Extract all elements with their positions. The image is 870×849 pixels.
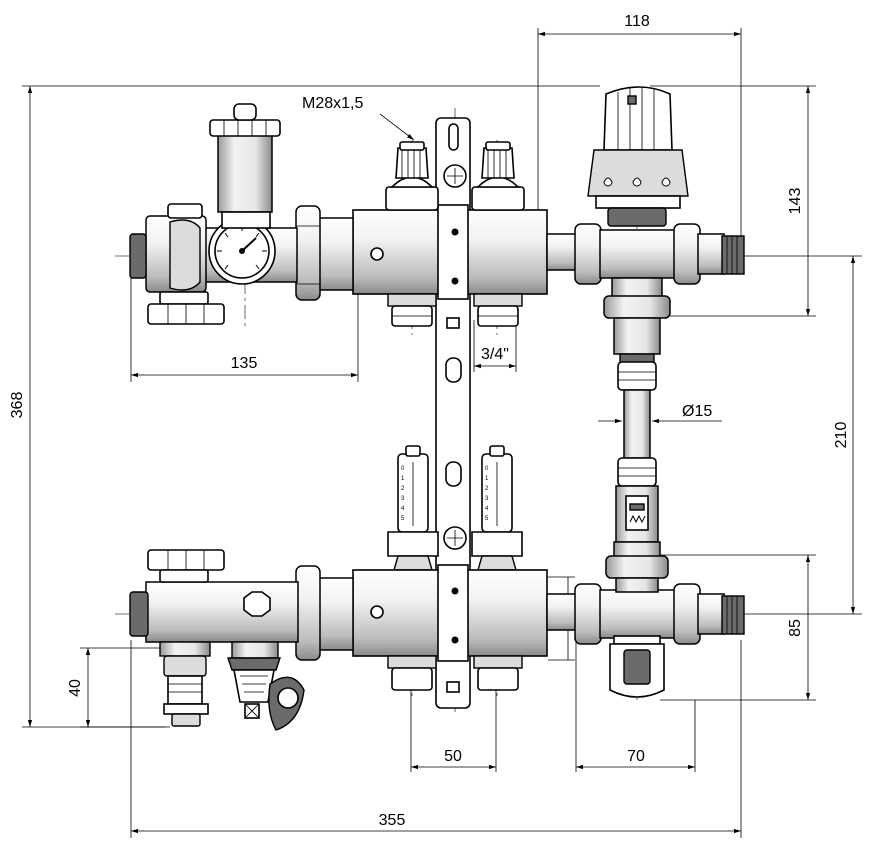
air-vent — [209, 103, 281, 229]
svg-text:3: 3 — [401, 496, 405, 502]
dim-top-right-width: 118 — [624, 13, 650, 30]
svg-text:1: 1 — [485, 476, 489, 482]
svg-text:2: 2 — [485, 486, 489, 492]
drain-valve — [159, 641, 211, 727]
upper-valve-left — [385, 141, 439, 211]
svg-text:4: 4 — [401, 506, 405, 512]
dim-lower-right-width: 70 — [627, 748, 645, 765]
dim-overall-width: 355 — [379, 812, 406, 829]
pressure-gauge-icon — [208, 217, 276, 285]
svg-text:5: 5 — [485, 516, 489, 522]
dim-overall-height: 368 — [9, 392, 26, 419]
svg-text:0: 0 — [485, 466, 489, 472]
svg-text:0: 0 — [401, 466, 405, 472]
dim-pipe-spacing: 210 — [833, 422, 850, 449]
dim-top-left-width: 135 — [231, 355, 258, 372]
dim-top-right-height: 143 — [787, 188, 804, 215]
upper-outlet-right — [473, 293, 523, 327]
flow-meter-left: 0 1 2 3 4 5 — [387, 445, 439, 571]
thermostat-head-icon — [587, 86, 689, 227]
svg-text:5: 5 — [401, 516, 405, 522]
upper-outlet-left — [387, 293, 437, 327]
dimension-lines — [22, 28, 862, 838]
thread-callout: M28x1,5 — [302, 95, 363, 112]
dim-lower-right-height: 85 — [787, 619, 804, 637]
dim-drain-height: 40 — [67, 679, 84, 697]
dim-thread-size: 3/4" — [481, 346, 509, 363]
svg-text:2: 2 — [401, 486, 405, 492]
dimension-labels: 368 118 143 210 85 135 3/4" Ø15 50 70 40… — [9, 13, 850, 829]
bypass-tube — [615, 361, 659, 543]
dim-outlet-spacing: 50 — [444, 748, 462, 765]
flow-meter-right: 0 1 2 3 4 5 — [471, 445, 523, 571]
svg-text:4: 4 — [485, 506, 489, 512]
svg-text:3: 3 — [485, 496, 489, 502]
upper-manifold — [129, 86, 745, 365]
lower-manifold: 0 1 2 3 4 5 0 1 2 3 4 5 — [129, 445, 745, 731]
svg-text:1: 1 — [401, 476, 405, 482]
upper-valve-right — [471, 141, 525, 211]
dim-tube-diameter: Ø15 — [682, 403, 712, 420]
air-valve-with-cap — [227, 641, 305, 731]
